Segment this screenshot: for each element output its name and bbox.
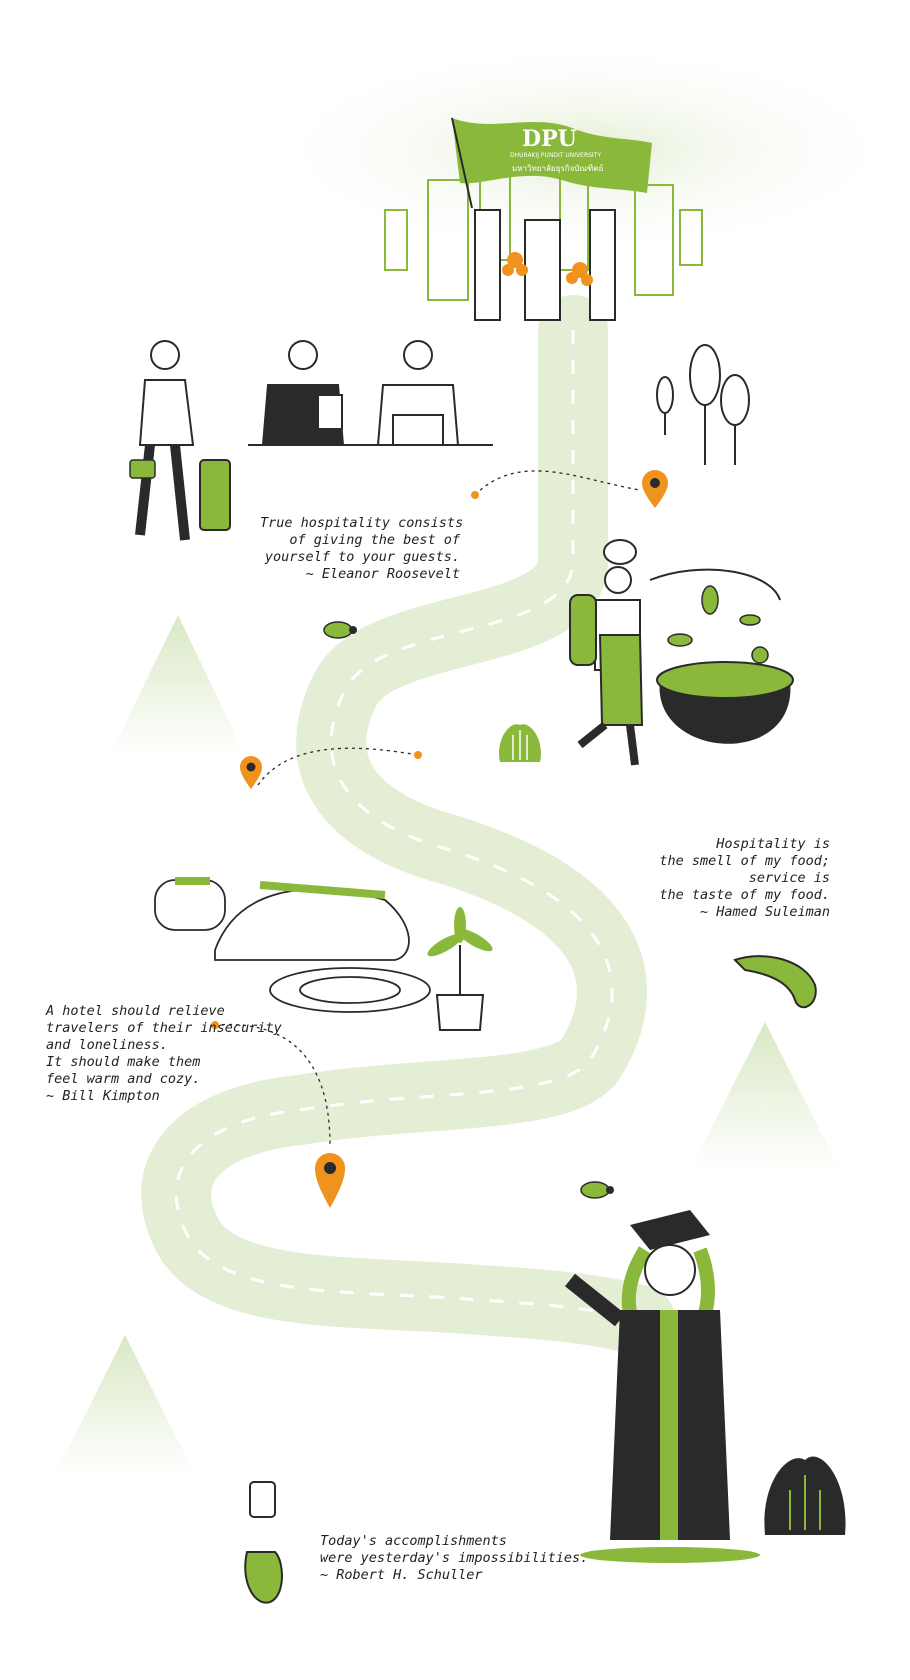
location-pin-icon — [642, 470, 668, 508]
flag-subtitle-th: มหาวิทยาลัยธุรกิจบัณฑิตย์ — [512, 164, 604, 173]
flag-subtitle-en: DHURAKIJ PUNDIT UNIVERSITY — [510, 152, 602, 159]
bed-icon — [154, 877, 431, 1013]
quote-author: ~ Bill Kimpton — [46, 1088, 160, 1104]
quote-line: travelers of their insecurity — [46, 1020, 282, 1036]
quote-line: yourself to your guests. — [264, 549, 460, 565]
chef-icon — [569, 539, 644, 766]
salt-shaker-icon — [244, 1481, 283, 1604]
quote-line: the smell of my food; — [659, 853, 830, 869]
quote-bill-kimpton: A hotel should relieve travelers of thei… — [46, 1003, 282, 1105]
tree-icon — [656, 344, 750, 465]
quote-line: Today's accomplishments — [320, 1533, 507, 1549]
bush-icon — [499, 724, 541, 762]
quote-eleanor-roosevelt: True hospitality consists of giving the … — [260, 515, 464, 583]
flag-icon: DPU DHURAKIJ PUNDIT UNIVERSITY มหาวิทยาล… — [451, 117, 652, 209]
quote-line: of giving the best of — [289, 532, 460, 548]
turtle-icon — [580, 1181, 614, 1199]
cooking-pot-icon — [649, 568, 794, 744]
quote-author: ~ Eleanor Roosevelt — [305, 566, 460, 582]
quote-line: the taste of my food. — [659, 887, 830, 903]
flag-logo: DPU — [522, 126, 577, 152]
bush-icon — [764, 1456, 846, 1535]
quote-hamed-suleiman: Hospitality is the smell of my food; ser… — [620, 836, 830, 921]
quote-author: ~ Hamed Suleiman — [699, 904, 830, 920]
turtle-icon — [323, 621, 357, 639]
potted-plant-icon — [427, 907, 493, 1031]
traveler-icon — [129, 340, 231, 541]
quote-robert-schuller: Today's accomplishments were yesterday's… — [320, 1533, 589, 1584]
location-pin-icon — [315, 1153, 345, 1208]
quote-line: service is — [748, 870, 830, 886]
quote-line: True hospitality consists — [260, 515, 464, 531]
quote-line: feel warm and cozy. — [46, 1071, 201, 1087]
quote-line: A hotel should relieve — [46, 1003, 225, 1019]
receptionist-icon — [248, 340, 493, 446]
location-pin-icon — [240, 756, 262, 789]
quote-line: and loneliness. — [46, 1037, 168, 1053]
graduate-icon — [565, 1210, 760, 1563]
shrimp-icon — [733, 955, 817, 1009]
quote-author: ~ Robert H. Schuller — [320, 1567, 483, 1583]
quote-line: were yesterday's impossibilities. — [320, 1550, 589, 1566]
quote-line: Hospitality is — [716, 836, 830, 852]
quote-line: It should make them — [46, 1054, 201, 1070]
